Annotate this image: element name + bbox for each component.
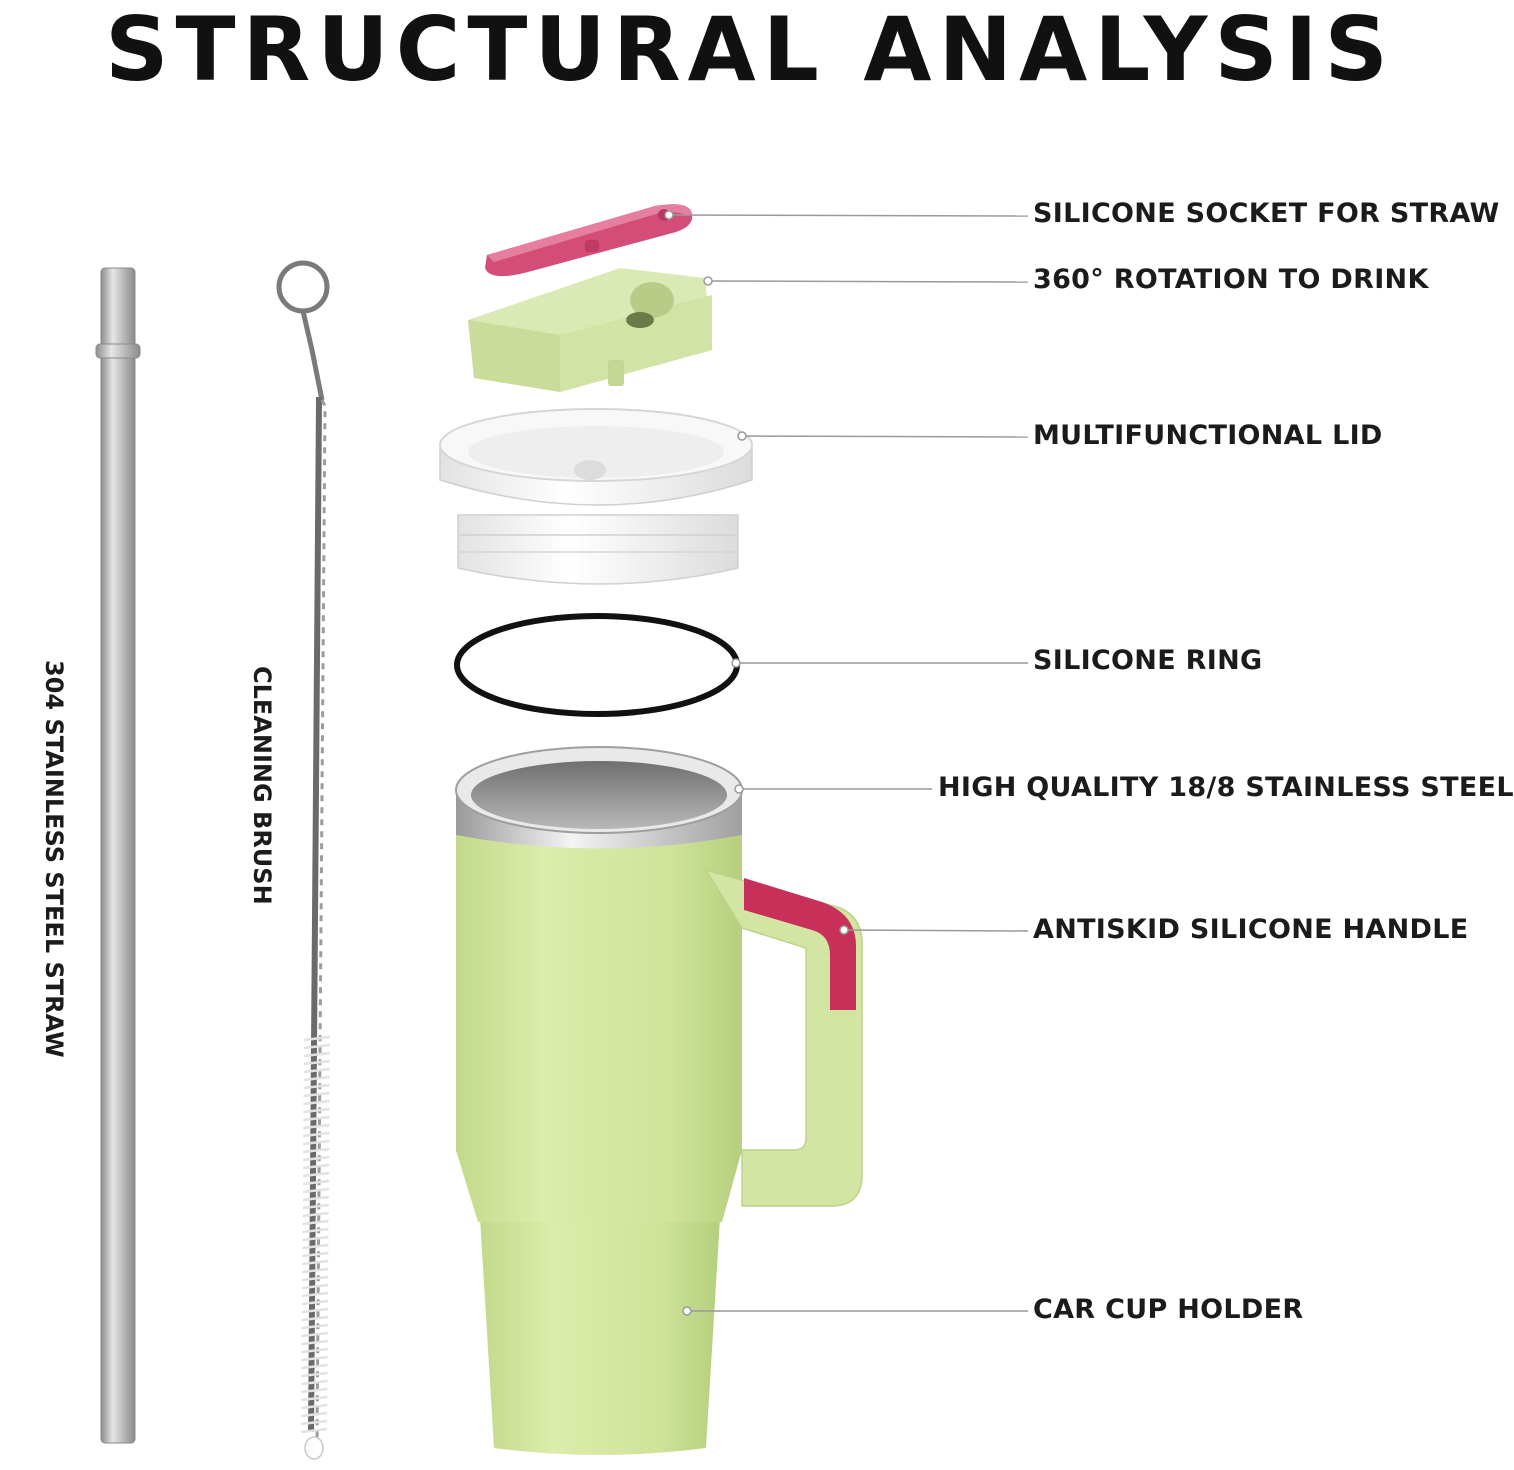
brush-bristle [302,1211,329,1218]
brush-bristle [302,1179,330,1186]
brush-bristle [301,1283,329,1290]
brush-bristle [302,1251,329,1258]
brush-bristle [302,1275,329,1282]
brush-bristle [301,1411,328,1418]
brush-bristle [302,1155,330,1162]
brush-bristle [301,1347,328,1354]
brush-bristle [301,1355,328,1362]
brush-bristle [303,1083,330,1090]
leader-line [707,280,1029,283]
brush-bristle [301,1403,328,1410]
leader-dot [664,210,674,220]
brush-bristle [302,1227,329,1234]
brush-bristle [302,1267,329,1274]
callout-silicone-ring: SILICONE RING [1033,645,1263,676]
brush-bristle [302,1195,329,1202]
brush-bristle [301,1371,328,1378]
brush-bristle [303,1115,330,1122]
leader-dot [703,276,713,286]
brush-bristle [302,1163,330,1170]
leader-line [741,435,1029,438]
brush-label: CLEANING BRUSH [248,666,276,905]
brush-bristle [301,1291,329,1298]
brush-bristle [301,1299,329,1306]
brush-bristle [302,1243,329,1250]
rotation-part [468,268,712,392]
brush-bristle [303,1107,330,1114]
callout-handle: ANTISKID SILICONE HANDLE [1033,914,1469,945]
leader-dot [737,431,747,441]
callout-lid: MULTIFUNCTIONAL LID [1033,420,1383,451]
tumbler-body [455,746,863,1455]
steel-straw [95,267,141,1444]
brush-bristle [303,1043,331,1050]
brush-bristle [301,1339,328,1346]
silicone-socket-part [485,204,693,277]
brush-bristle [301,1387,328,1394]
silicone-ring-part [454,613,740,717]
brush-bristle [303,1099,330,1106]
brush-bristle [302,1219,329,1226]
callout-leaders [664,210,1029,1316]
brush-bristle [303,1051,331,1058]
brush-bristle [303,1091,330,1098]
brush-bristle [301,1315,329,1322]
brush-bristle [301,1331,328,1338]
brush-bristle [301,1379,328,1386]
brush-bristle [303,1035,331,1042]
leader-dot [734,784,744,794]
callout-steel: HIGH QUALITY 18/8 STAINLESS STEEL [938,772,1514,803]
multifunctional-lid-part [439,408,753,585]
page-title: STRUCTURAL ANALYSIS [105,0,1395,101]
brush-bristle [303,1059,331,1066]
cleaning-brush [276,260,331,1460]
leader-dot [839,925,849,935]
leader-line [843,929,1029,932]
callout-cup-holder: CAR CUP HOLDER [1033,1294,1304,1325]
brush-bristle [302,1171,330,1178]
callout-silicone-socket: SILICONE SOCKET FOR STRAW [1033,198,1500,229]
brush-bristle [302,1259,329,1266]
brush-bristle [301,1363,328,1370]
leader-dot [731,658,741,668]
brush-bristle [302,1187,330,1194]
brush-bristle [303,1131,330,1138]
callout-rotation: 360° ROTATION TO DRINK [1033,264,1429,295]
brush-bristle [303,1067,330,1074]
straw-label: 304 STAINLESS STEEL STRAW [40,660,68,1058]
brush-bristle [301,1323,328,1330]
brush-bristle [303,1075,330,1082]
brush-bristle [302,1235,329,1242]
brush-bristle [303,1123,330,1130]
brush-bristle [301,1395,328,1402]
brush-bristle [300,1427,328,1434]
brush-bristle [300,1419,328,1426]
leader-dot [682,1306,692,1316]
leader-line [668,214,1029,217]
brush-bristle [302,1203,329,1210]
brush-bristle [301,1307,329,1314]
brush-bristle [303,1147,330,1154]
brush-bristle [303,1139,330,1146]
